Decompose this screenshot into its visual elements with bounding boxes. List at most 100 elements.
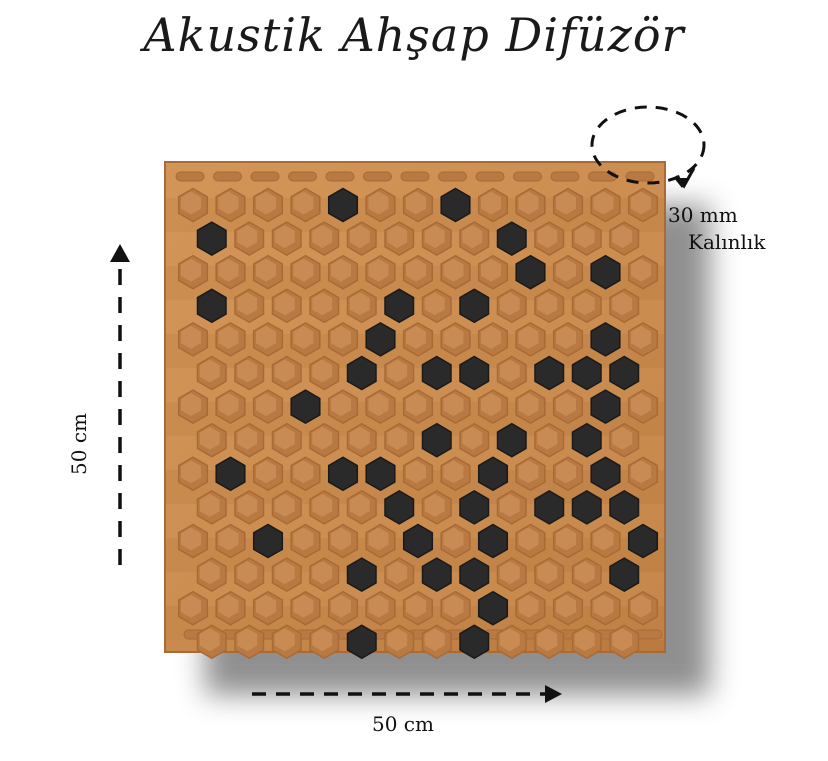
felt-hex-cell	[252, 523, 284, 559]
hex-cell-highlight	[424, 628, 445, 652]
wood-hex-cell	[234, 221, 265, 256]
wood-hex-cell	[609, 422, 640, 458]
wood-hex-cell	[196, 422, 227, 458]
wood-hex-cell	[440, 590, 471, 626]
wood-hex-cell	[571, 557, 602, 592]
wood-hex-cell	[440, 523, 471, 559]
wood-hex-cell	[346, 221, 377, 256]
wood-hex-cell	[271, 221, 302, 256]
felt-hex-cell	[384, 288, 415, 324]
hex-cell-highlight	[274, 292, 295, 316]
hex-cell-highlight	[312, 426, 333, 450]
hex-cell-highlight	[237, 359, 258, 383]
edge-slot	[400, 171, 430, 182]
hex-cell-highlight	[274, 426, 295, 450]
wood-hex-cell	[215, 254, 246, 290]
hex-cell-highlight	[237, 426, 258, 450]
felt-hex-cell	[459, 490, 490, 525]
felt-hex-cell	[421, 557, 452, 592]
hex-cell-highlight	[631, 393, 651, 417]
hex-cell-highlight	[293, 325, 314, 349]
hex-cell-highlight	[537, 628, 558, 652]
wood-hex-cell	[477, 187, 509, 223]
wood-hex-cell	[402, 389, 434, 424]
hex-cell-highlight	[293, 527, 314, 551]
hex-cell-highlight	[237, 493, 258, 517]
hex-cell-highlight	[593, 191, 614, 215]
hex-cell-highlight	[612, 426, 633, 450]
wood-hex-cell	[215, 389, 246, 424]
hex-cell-highlight	[424, 292, 445, 316]
hex-cell-highlight	[218, 393, 239, 417]
felt-hex-cell	[402, 523, 434, 559]
felt-hex-cell	[571, 422, 602, 458]
felt-hex-cell	[459, 288, 490, 324]
hex-cell-highlight	[181, 594, 201, 618]
wood-hex-cell	[271, 624, 302, 660]
felt-hex-cell	[590, 254, 621, 290]
wood-hex-cell	[384, 221, 415, 256]
hex-cell-highlight	[274, 561, 295, 585]
hex-cell-highlight	[181, 460, 201, 484]
hex-cell-highlight	[237, 225, 258, 249]
hex-cell-highlight	[331, 527, 351, 551]
wood-hex-cell	[477, 254, 509, 290]
hex-cell-highlight	[462, 426, 483, 450]
hex-cell-highlight	[443, 594, 464, 618]
hex-cell-highlight	[312, 628, 333, 652]
hex-cell-highlight	[349, 225, 370, 249]
wood-hex-cell	[609, 624, 640, 660]
hex-cell-highlight	[443, 325, 464, 349]
hex-cell-highlight	[237, 561, 258, 585]
wood-hex-cell	[552, 322, 584, 357]
edge-slot	[250, 171, 280, 182]
hex-cell-highlight	[199, 426, 220, 450]
wood-hex-cell	[215, 590, 246, 626]
wood-hex-cell	[496, 557, 527, 592]
hex-cell-highlight	[631, 258, 651, 282]
wood-hex-cell	[309, 557, 340, 592]
wood-hex-cell	[402, 456, 434, 492]
felt-hex-cell	[365, 456, 396, 492]
height-label: 50 cm	[66, 413, 91, 475]
wood-hex-cell	[234, 490, 265, 525]
edge-slot	[513, 171, 542, 182]
wood-hex-cell	[271, 490, 302, 525]
felt-hex-cell	[327, 456, 359, 492]
hex-cell-highlight	[368, 527, 389, 551]
felt-hex-cell	[196, 288, 227, 324]
hex-cell-highlight	[537, 292, 558, 316]
wood-hex-cell	[534, 422, 565, 458]
hex-cell-highlight	[218, 527, 239, 551]
felt-hex-cell	[515, 254, 546, 290]
hex-cell-highlight	[499, 628, 520, 652]
wood-hex-cell	[215, 322, 246, 357]
wood-hex-cell	[177, 590, 209, 626]
wood-hex-cell	[477, 389, 509, 424]
wood-hex-cell	[552, 590, 584, 626]
hex-cell-highlight	[312, 225, 333, 249]
hex-cell-highlight	[237, 628, 258, 652]
hex-cell-highlight	[256, 258, 276, 282]
felt-hex-cell	[496, 221, 527, 256]
thickness-value: 30 mm	[668, 203, 738, 227]
wood-hex-cell	[234, 355, 265, 391]
wood-hex-cell	[271, 288, 302, 324]
hex-cell-highlight	[387, 561, 408, 585]
wood-hex-cell	[290, 456, 321, 492]
hex-cell-highlight	[256, 325, 276, 349]
wood-hex-cell	[365, 590, 396, 626]
wood-hex-cell	[252, 254, 284, 290]
wood-hex-cell	[177, 389, 209, 424]
wood-hex-cell	[252, 389, 284, 424]
edge-slot	[625, 171, 655, 182]
wood-hex-cell	[440, 254, 471, 290]
hex-cell-highlight	[368, 594, 389, 618]
wood-hex-cell	[215, 523, 246, 559]
hex-cell-highlight	[556, 191, 576, 215]
wood-hex-cell	[309, 288, 340, 324]
felt-hex-cell	[421, 422, 452, 458]
hex-cell-highlight	[181, 393, 201, 417]
hex-cell-highlight	[556, 594, 576, 618]
wood-hex-cell	[384, 624, 415, 660]
